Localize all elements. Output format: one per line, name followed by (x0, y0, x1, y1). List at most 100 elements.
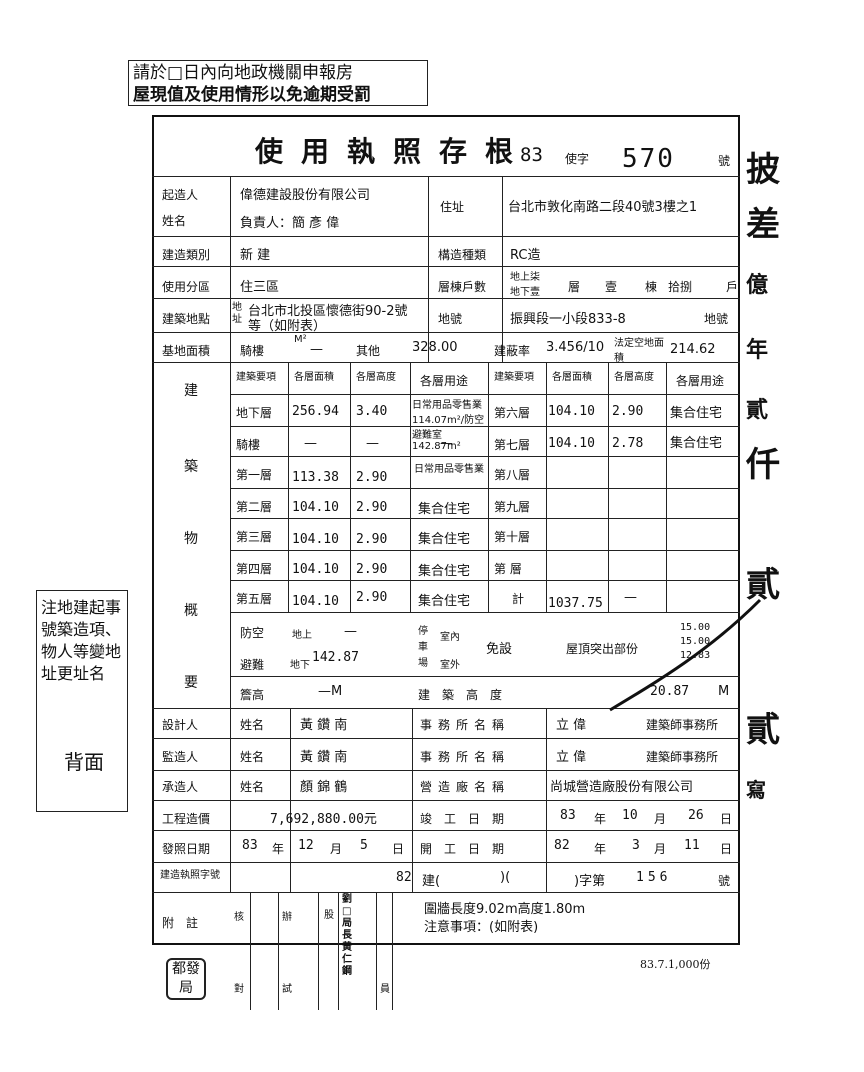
permit-number: 570 (622, 144, 675, 174)
notice-box: 請於□日內向地政機關申報房 屋現值及使用情形以免逾期受罰 (128, 60, 428, 106)
permit-no-jian: 建( (422, 874, 441, 889)
grid-line (230, 176, 231, 892)
dishang-label: 地上 (292, 630, 312, 641)
floors-below: 地下壹 (510, 287, 540, 298)
permit-form (152, 115, 740, 945)
margin-char: 貳 (746, 397, 769, 423)
ri-label: 日 (392, 842, 405, 856)
col-header: 各層高度 (614, 372, 654, 383)
floor-area: 104.10 (292, 500, 339, 515)
permit-no-hao: 號 (718, 874, 731, 888)
fangkong-label: 防空 (240, 626, 265, 640)
stamp-cell: 劉□局長黃仁鋼 (342, 894, 352, 977)
cost-value: 7,692,880.00元 (270, 812, 377, 827)
grid-line (230, 676, 740, 677)
side-note: 注地建起事號築造項、物人等變地址更址名 (36, 590, 128, 812)
grid-line (152, 362, 740, 363)
floor-use: 集合住宅 (418, 502, 471, 517)
bina-label: 避難 (240, 658, 265, 672)
margin-char: 寫 (746, 778, 766, 802)
stamp-cell: 股 (324, 910, 334, 921)
floor-name: 計 (512, 592, 525, 606)
floor-height: 2.90 (612, 404, 644, 419)
designer-office-suffix: 建築師事務所 (646, 718, 719, 732)
grid-line (152, 738, 740, 739)
floor-name: 第八層 (494, 468, 531, 482)
grid-line (278, 892, 279, 1010)
build-type-value: 新 建 (240, 248, 271, 263)
remark-line-1: 圍牆長度9.02m高度1.80m (424, 902, 586, 917)
margin-char: 億 (746, 272, 769, 298)
hu-label: 戶 (726, 280, 739, 294)
grid-line (230, 394, 740, 395)
supervisor-office-label: 事務所名稱 (420, 750, 511, 764)
grid-line (290, 708, 291, 892)
floor-height: — (366, 436, 379, 451)
permit-no-label: 建造執照字號 (160, 870, 220, 881)
floor-name: 第 層 (494, 562, 522, 576)
floor-height: 2.90 (356, 500, 388, 515)
site-addr-2: 等（如附表） (248, 319, 327, 334)
dong-value: 壹 (605, 280, 618, 294)
floor-use: 集合住宅 (418, 594, 471, 609)
legal-label: 法定空地面積 (614, 338, 664, 364)
overview-char: 建 (184, 383, 198, 399)
col-header: 各層用途 (420, 374, 469, 388)
floor-area: 113.38 (292, 470, 339, 485)
grid-line (152, 332, 740, 333)
floor-area: 104.10 (292, 562, 339, 577)
floor-name: 地下層 (236, 406, 273, 420)
col-header: 各層面積 (552, 372, 592, 383)
zoning-value: 住三區 (240, 280, 280, 295)
floors-ceng: 層 (568, 280, 581, 294)
dong-label: 棟 (645, 280, 658, 294)
contractor-name: 顏 錦 鶴 (300, 780, 348, 795)
nian-label: 年 (272, 842, 285, 856)
site-lot-tag: 地號 (438, 312, 463, 326)
remark-label: 附註 (162, 916, 211, 930)
floor-height: 2.90 (356, 470, 388, 485)
grid-line (502, 176, 503, 362)
floor-area: 104.10 (292, 532, 339, 547)
grid-line (428, 176, 429, 362)
overview-char: 物 (184, 531, 198, 547)
margin-char: 差 (746, 205, 780, 245)
floor-name: 騎樓 (236, 438, 261, 452)
grid-line (152, 708, 740, 709)
notice-line-2: 屋現值及使用情形以免逾期受罰 (133, 85, 371, 105)
col-header: 建築要項 (494, 372, 534, 383)
roof-value: 15.00 (680, 622, 711, 633)
grid-line (288, 362, 289, 612)
form-title: 使用執照存根 (255, 135, 532, 168)
floor-name: 第三層 (236, 530, 273, 544)
issue-label: 發照日期 (162, 842, 211, 856)
mianshe-value: 免設 (486, 642, 513, 657)
col-header: 各層用途 (676, 374, 725, 388)
other-label: 其他 (356, 344, 381, 358)
floor-name: 第一層 (236, 468, 273, 482)
margin-char: 年 (746, 337, 769, 363)
grid-line (546, 362, 547, 612)
grid-line (392, 892, 393, 1010)
margin-char: 披 (746, 150, 780, 190)
permit-year: 83 (520, 144, 543, 166)
grid-line (230, 580, 740, 581)
margin-char: 貳 (746, 565, 780, 605)
floor-height: 2.90 (356, 562, 388, 577)
stamp-bottom: 試 (282, 984, 292, 995)
designer-office-label: 事務所名稱 (420, 718, 511, 732)
site-lot: 振興段一小段833-8 (510, 312, 626, 327)
dishang-value: — (344, 624, 357, 639)
site-addr-tag: 地址 (232, 302, 242, 325)
grid-line (152, 298, 740, 299)
handwriting-stroke (609, 598, 762, 712)
supervisor-office-suffix: 建築師事務所 (646, 750, 719, 764)
grid-line (152, 830, 740, 831)
floor-use: 集合住宅 (670, 406, 723, 421)
grid-line (338, 892, 339, 1010)
roof-label: 屋頂突出部份 (566, 642, 639, 656)
overview-char: 要 (184, 675, 198, 691)
grid-line (250, 892, 251, 1010)
col-header: 建築要項 (236, 372, 276, 383)
grid-line (230, 456, 740, 457)
